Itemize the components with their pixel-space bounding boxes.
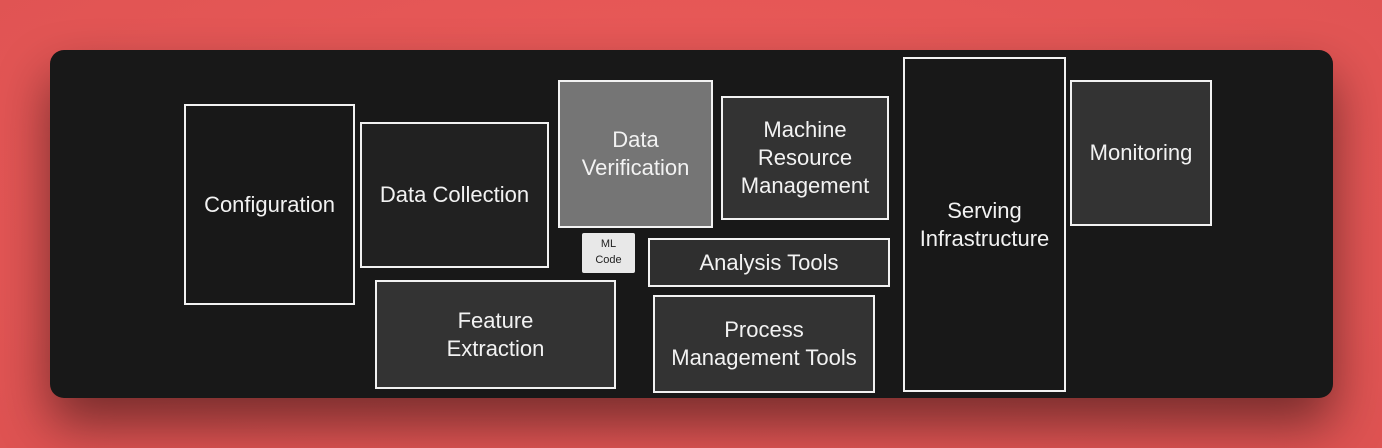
serving-infrastructure-box: Serving Infrastructure (903, 57, 1066, 392)
feature-extraction-box: Feature Extraction (375, 280, 616, 389)
machine-resource-management-box: Machine Resource Management (721, 96, 889, 220)
analysis-tools-box: Analysis Tools (648, 238, 890, 287)
diagram-panel: Configuration Data Collection Data Verif… (50, 50, 1333, 398)
monitoring-box: Monitoring (1070, 80, 1212, 226)
process-management-tools-box: Process Management Tools (653, 295, 875, 393)
data-collection-box: Data Collection (360, 122, 549, 268)
configuration-box: Configuration (184, 104, 355, 305)
ml-code-box: ML Code (582, 233, 635, 273)
data-verification-box: Data Verification (558, 80, 713, 228)
